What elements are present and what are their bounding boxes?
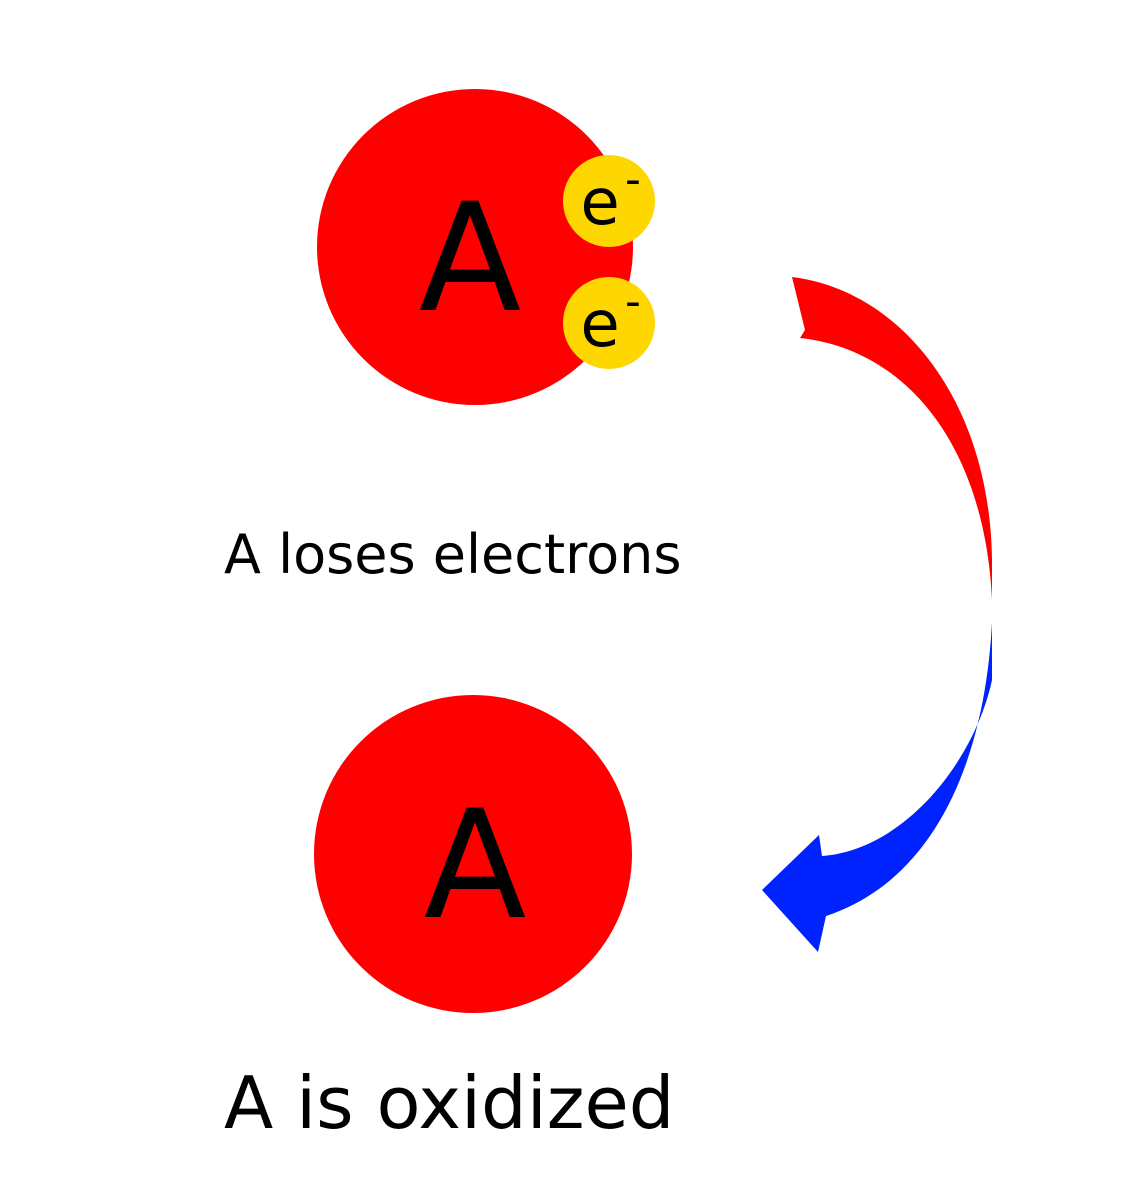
top-atom: A e - e - xyxy=(317,89,655,405)
electron-2: e - xyxy=(563,276,655,369)
electron-1-circle xyxy=(563,155,655,247)
bottom-atom: A xyxy=(314,695,632,1013)
arrow-bottom-segment xyxy=(762,622,992,952)
electron-1: e - xyxy=(563,154,655,247)
electron-1-charge: - xyxy=(625,154,641,205)
electron-2-label: e xyxy=(580,288,619,362)
caption-top: A loses electrons xyxy=(224,523,682,586)
top-atom-label: A xyxy=(419,172,522,346)
bottom-atom-label: A xyxy=(424,779,527,953)
top-atom-circle xyxy=(317,89,633,405)
bottom-atom-circle xyxy=(314,695,632,1013)
arrow-top-segment xyxy=(792,277,992,600)
caption-bottom: A is oxidized xyxy=(224,1061,675,1145)
electron-1-label: e xyxy=(580,166,619,240)
electron-2-charge: - xyxy=(625,276,641,327)
electron-2-circle xyxy=(563,277,655,369)
